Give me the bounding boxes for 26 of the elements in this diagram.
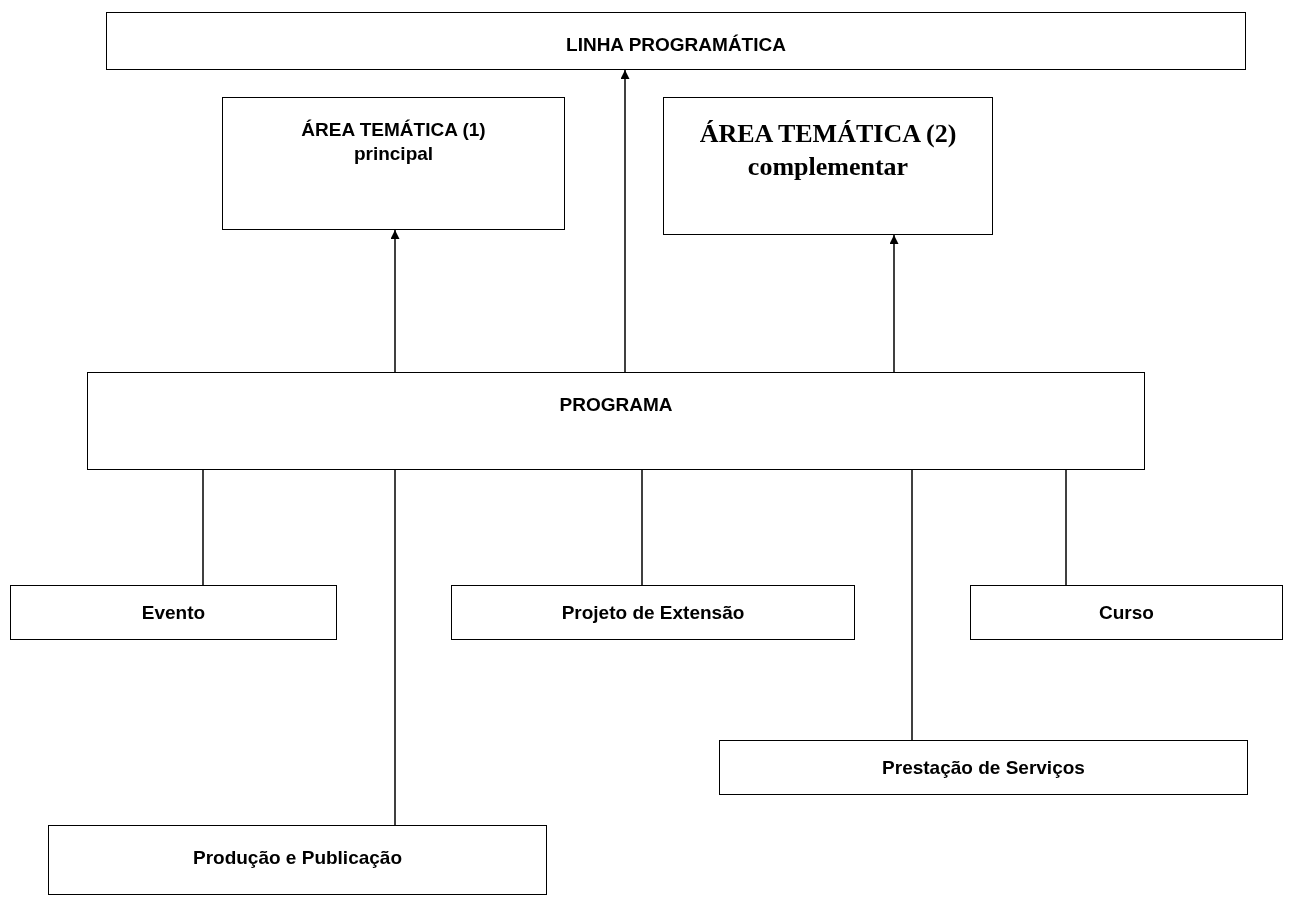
- arrow: [620, 69, 630, 373]
- box-label: Projeto de Extensão: [561, 600, 745, 625]
- connector-line: [394, 469, 396, 826]
- connector-line: [911, 469, 913, 741]
- arrow: [889, 234, 899, 373]
- box-label: Prestação de Serviços: [882, 755, 1085, 780]
- box-label: ÁREA TEMÁTICA (2) complementar: [698, 118, 958, 183]
- box-label: Curso: [1099, 600, 1154, 625]
- connector-line: [202, 469, 204, 586]
- box-label: PROGRAMA: [559, 393, 673, 417]
- process-box: [719, 740, 1248, 795]
- process-box: [663, 97, 993, 235]
- connector-line: [1065, 469, 1067, 586]
- process-box: [222, 97, 565, 230]
- process-box: [48, 825, 547, 895]
- box-label: Produção e Publicação: [192, 846, 403, 870]
- process-box: [106, 12, 1246, 70]
- process-box: [970, 585, 1283, 640]
- process-box: [10, 585, 337, 640]
- box-label: ÁREA TEMÁTICA (1) principal: [300, 118, 487, 166]
- process-box: [87, 372, 1145, 470]
- arrow: [390, 229, 400, 373]
- box-label: LINHA PROGRAMÁTICA: [566, 33, 786, 57]
- connector-line: [641, 469, 643, 586]
- box-label: Evento: [141, 600, 206, 625]
- process-box: [451, 585, 855, 640]
